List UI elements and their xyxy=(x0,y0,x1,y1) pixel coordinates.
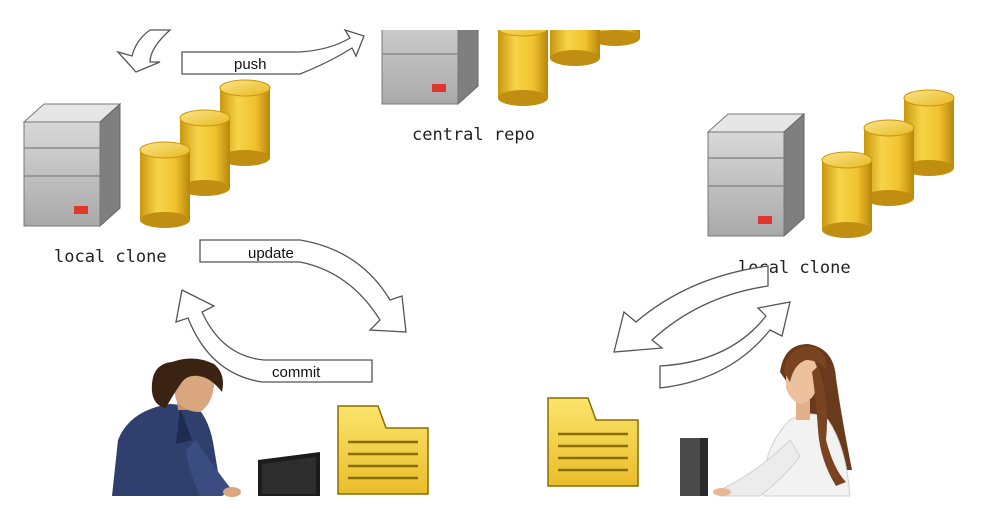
right-commit-arrow xyxy=(659,301,791,389)
commit-arrow xyxy=(175,289,373,383)
update-arrow xyxy=(199,239,407,333)
left-disks xyxy=(139,79,271,229)
push-arrow xyxy=(181,28,365,75)
left-local-clone-label: local clone xyxy=(54,247,167,267)
fetch-arrow-partial xyxy=(116,29,172,73)
update-label: update xyxy=(248,245,294,262)
folder-icon-left xyxy=(336,404,430,496)
right-disks xyxy=(821,89,955,239)
right-update-arrow xyxy=(613,265,769,353)
push-label: push xyxy=(234,56,267,73)
folder-icon-right xyxy=(546,396,640,488)
developer-woman-figure xyxy=(680,344,852,497)
developer-man-figure xyxy=(112,358,241,497)
monitor-icon xyxy=(258,452,320,496)
central-repo-label: central repo xyxy=(412,125,535,145)
right-server xyxy=(707,113,805,237)
commit-label: commit xyxy=(272,364,321,381)
left-server xyxy=(23,103,121,227)
